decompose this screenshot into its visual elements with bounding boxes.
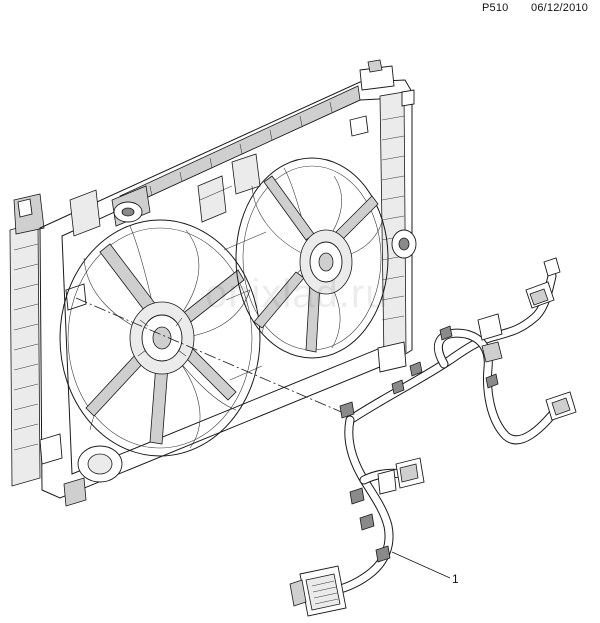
shroud-ribs: [199, 185, 267, 381]
callout-leader-1: [391, 551, 451, 579]
diagram-date: 06/12/2010: [531, 2, 589, 14]
callout-1-label: 1: [452, 572, 459, 586]
wiring-harness: [289, 257, 577, 617]
right-cooling-fan: [235, 157, 389, 359]
watermark: onixlad.ru: [205, 272, 389, 316]
diagram-code: P510: [482, 2, 509, 14]
radiator-assembly: [9, 59, 417, 507]
leader-line: [75, 297, 347, 415]
left-cooling-fan: [59, 219, 261, 457]
